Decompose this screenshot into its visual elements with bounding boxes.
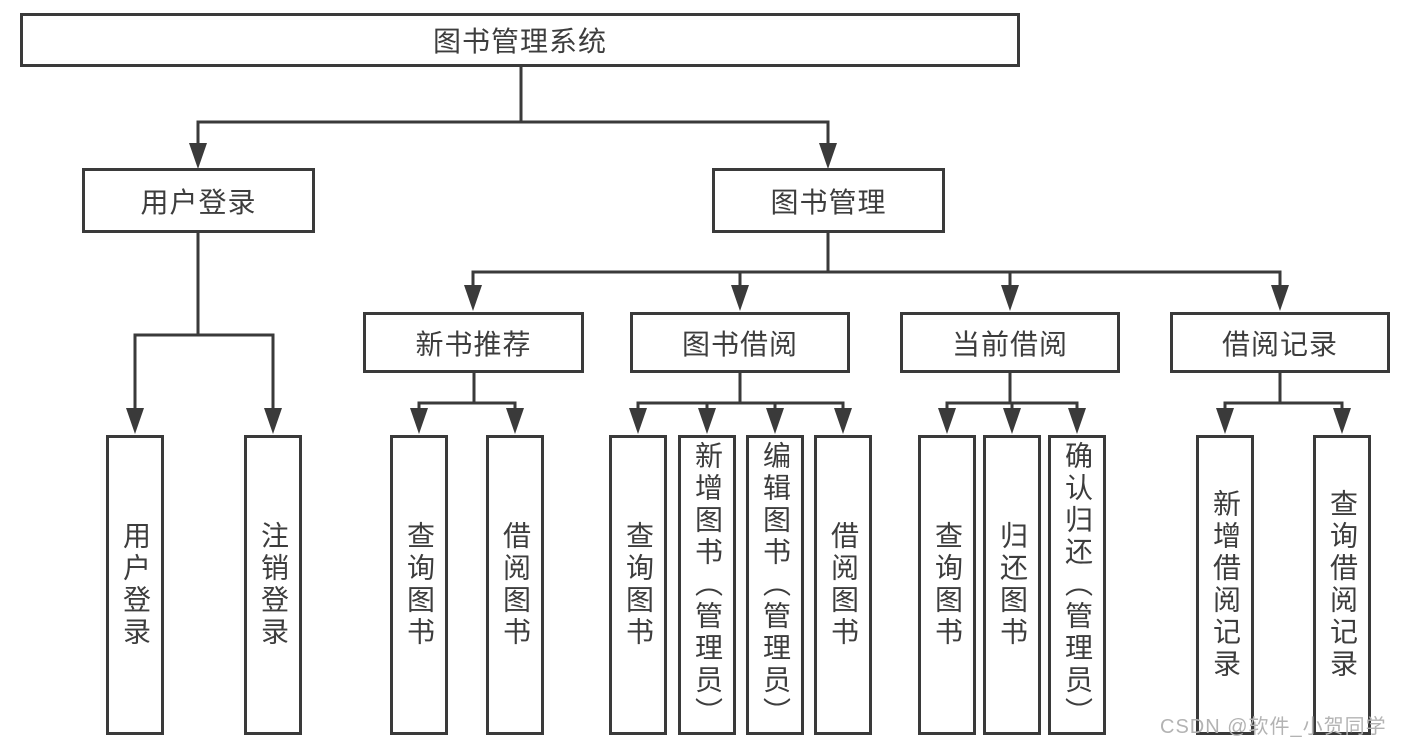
node-system-root: 图书管理系统 <box>20 13 1020 67</box>
leaf-newbooks-borrow-books: 借阅图书 <box>486 435 544 735</box>
node-new-book-recommend: 新书推荐 <box>363 312 584 373</box>
leaf-current-return-books: 归还图书 <box>983 435 1041 735</box>
node-borrow-records-label: 借阅记录 <box>1221 328 1338 360</box>
csdn-watermark: CSDN @软件_小贺同学 <box>1160 716 1387 738</box>
node-new-book-recommend-label: 新书推荐 <box>415 328 532 360</box>
leaf-borrowing-borrow-books-label: 借阅图书 <box>828 521 859 649</box>
node-current-borrowing: 当前借阅 <box>900 312 1120 373</box>
leaf-current-confirm-return-admin: 确认归还（管理员） <box>1048 435 1106 735</box>
node-book-management-label: 图书管理 <box>770 186 887 218</box>
leaf-newbooks-query-books: 查询图书 <box>390 435 448 735</box>
node-current-borrowing-label: 当前借阅 <box>951 328 1068 360</box>
node-borrow-records: 借阅记录 <box>1170 312 1390 373</box>
leaf-records-query-record: 查询借阅记录 <box>1313 435 1371 735</box>
leaf-borrowing-query-books-label: 查询图书 <box>623 521 654 649</box>
leaf-user-login: 用户登录 <box>106 435 164 735</box>
leaf-current-confirm-return-admin-label: 确认归还（管理员） <box>1062 441 1093 729</box>
leaf-current-return-books-label: 归还图书 <box>997 521 1028 649</box>
leaf-borrowing-add-books-admin: 新增图书（管理员） <box>678 435 736 735</box>
leaf-current-query-books: 查询图书 <box>918 435 976 735</box>
leaf-records-add-record: 新增借阅记录 <box>1196 435 1254 735</box>
node-book-borrowing: 图书借阅 <box>630 312 850 373</box>
leaf-borrowing-edit-books-admin-label: 编辑图书（管理员） <box>760 441 791 729</box>
leaf-newbooks-query-books-label: 查询图书 <box>404 521 435 649</box>
node-user-login: 用户登录 <box>82 168 315 233</box>
node-book-management: 图书管理 <box>712 168 945 233</box>
leaf-user-login-label: 用户登录 <box>120 521 151 649</box>
leaf-borrowing-query-books: 查询图书 <box>609 435 667 735</box>
leaf-borrowing-add-books-admin-label: 新增图书（管理员） <box>692 441 723 729</box>
leaf-logout: 注销登录 <box>244 435 302 735</box>
leaf-logout-label: 注销登录 <box>258 521 289 649</box>
leaf-current-query-books-label: 查询图书 <box>932 521 963 649</box>
node-system-root-label: 图书管理系统 <box>432 26 607 57</box>
node-user-login-label: 用户登录 <box>140 186 257 218</box>
leaf-borrowing-borrow-books: 借阅图书 <box>814 435 872 735</box>
leaf-records-add-record-label: 新增借阅记录 <box>1210 489 1241 681</box>
node-book-borrowing-label: 图书借阅 <box>681 328 798 360</box>
leaf-records-query-record-label: 查询借阅记录 <box>1327 489 1358 681</box>
leaf-borrowing-edit-books-admin: 编辑图书（管理员） <box>746 435 804 735</box>
leaf-newbooks-borrow-books-label: 借阅图书 <box>500 521 531 649</box>
